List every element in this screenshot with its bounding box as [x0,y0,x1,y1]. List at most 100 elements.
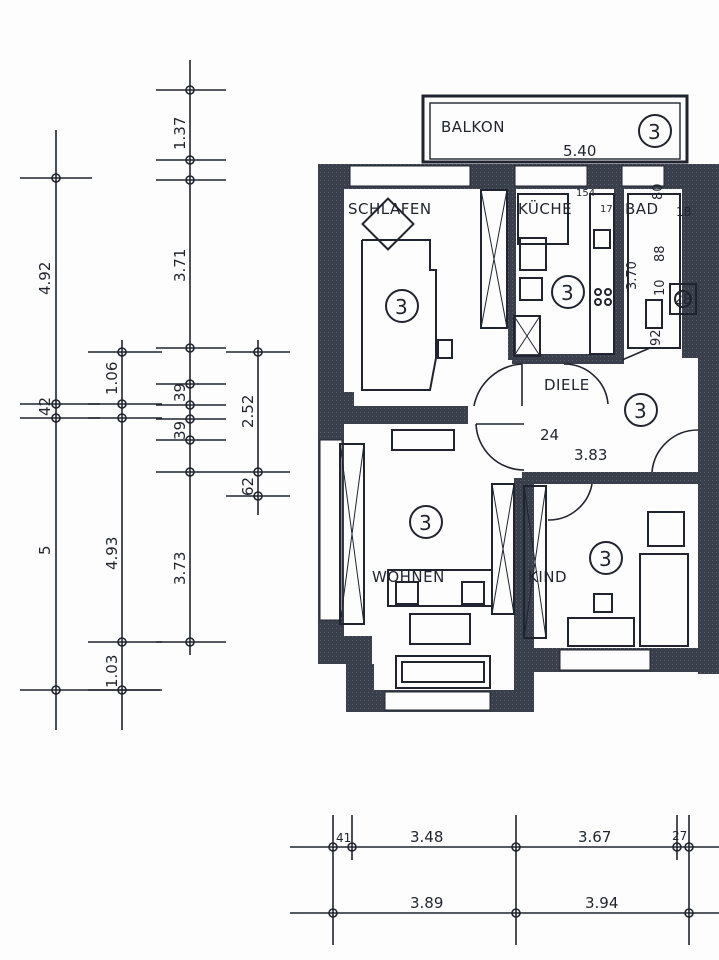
dim-node [253,347,263,357]
kitchen-line [589,193,615,355]
dim-node [185,414,195,424]
nightstand-2 [437,339,453,359]
dim-label: 2.52 [239,395,257,428]
wall-bad-right [682,188,698,358]
wall-right [698,164,719,674]
bottom-dimension-chains [290,815,719,945]
doors [473,347,699,521]
room-label-schlafen: SCHLAFEN [348,200,432,218]
sofa [395,655,491,689]
dim-node [185,343,195,353]
window-bad [621,165,665,187]
wall-left-bottom [318,636,372,664]
dim-label: 80 [651,183,666,200]
room-marker-label: 3 [634,399,647,423]
bed-kind [639,553,689,647]
room-label-bad: BAD [625,200,659,218]
dim-label: 3.73 [171,552,189,585]
room-label-diele: DIELE [544,376,590,394]
room-markers: 3 3 3 3 3 [385,275,658,575]
dim-node [51,173,61,183]
dim-label: 88 [653,245,668,262]
dim-label: 92 [649,329,664,346]
wall-kueche-bottom [512,354,624,364]
wall-kueche-left [508,188,516,360]
room-marker-label: 3 [561,281,574,305]
dim-label: 1.06 [103,362,121,395]
dim-node [185,379,195,389]
nightstand [361,197,415,251]
interior-walls [340,188,698,484]
room-label-kind: KIND [528,568,567,586]
dim-label: 3.94 [585,894,618,912]
kueche-cabinet [513,315,541,357]
kitchen-chair [519,237,547,271]
wall-diele-kind [522,472,698,484]
furniture [361,193,697,689]
dim-node [51,685,61,695]
coffee-table [409,613,471,645]
dim-node [185,435,195,445]
door-schlafen [473,363,523,407]
room-marker-label: 3 [419,511,432,535]
desk [567,617,635,647]
dim-label: 10 [653,279,668,296]
dim-node [253,467,263,477]
dim-label: 41 [336,831,351,845]
dim-label: 3.48 [410,828,443,846]
wardrobe-schlafen [480,189,508,329]
dim-label: 3.83 [574,446,607,464]
dim-node [185,175,195,185]
left-dimension-labels: 4.92 42 5 1.06 4.93 1.03 1.37 3.71 39 39… [36,117,257,688]
window-wohnen-left [319,439,343,621]
dim-label: 24 [540,426,559,444]
balcony-inner [429,102,681,160]
room-marker-label: 3 [599,547,612,571]
dim-label: 154 [576,188,595,199]
dim-label: 42 [36,397,54,416]
door-kind [547,483,593,521]
windows [319,165,665,711]
room-label-wohnen: WOHNEN [372,568,445,586]
door-kueche [563,363,609,405]
dim-node [185,637,195,647]
room-marker [589,541,623,575]
dim-label: 3.71 [171,249,189,282]
dim-node [117,347,127,357]
wardrobe-wohnen-right [491,483,515,615]
room-marker [638,114,672,148]
dim-label: 1.37 [171,117,189,150]
room-marker-label: 3 [395,295,408,319]
room-marker [385,289,419,323]
window-wohnen-bottom [384,691,491,711]
sideboard [391,429,455,451]
dim-node [117,413,127,423]
kitchen-counter [517,193,569,245]
dim-node [185,400,195,410]
dim-label: 27 [672,829,687,843]
room-labels: SCHLAFEN KÜCHE BAD DIELE WOHNEN KIND [348,199,659,586]
door-wohnen [475,423,525,471]
window-kueche [514,165,588,187]
dim-label: 18 [676,205,691,219]
room-marker [551,275,585,309]
dining-table [387,569,493,607]
dim-label: 28 [674,292,692,308]
window-kind [559,649,651,671]
desk-chair [593,593,613,613]
dim-label: 39 [171,383,189,402]
wall-schlafen-wohnen [344,406,468,424]
wall-kueche-bad [614,188,624,360]
pillar [340,392,354,406]
dim-label: 1.03 [103,655,121,688]
dim-node [253,491,263,501]
room-marker-label: 3 [648,120,661,144]
dim-node [117,637,127,647]
wardrobes [339,189,547,639]
bathtub-area [627,193,681,349]
kitchen-stool [519,277,543,301]
room-marker [624,393,658,427]
room-label-balkon: BALKON [441,118,505,136]
wardrobe-kind [523,485,547,639]
